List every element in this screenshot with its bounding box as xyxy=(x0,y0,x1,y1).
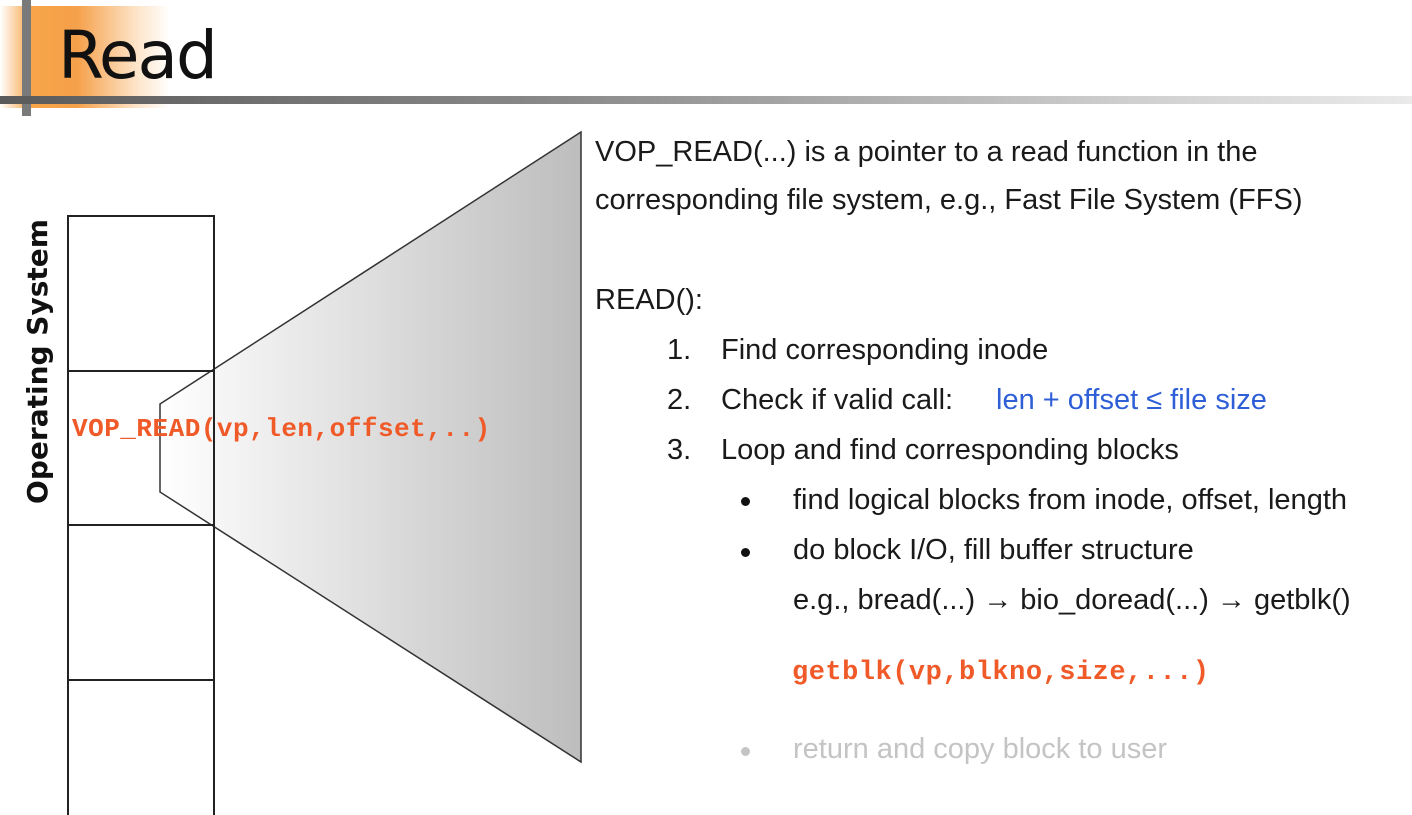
bullet-icon xyxy=(741,548,750,557)
sub-bullet-text: find logical blocks from inode, offset, … xyxy=(793,484,1348,516)
sub-bullet-text: do block I/O, fill buffer structure xyxy=(793,534,1194,566)
step-number: 1. xyxy=(667,334,692,366)
step-number: 3. xyxy=(667,434,692,466)
vop-read-call: VOP_READ(vp,len,offset,..) xyxy=(72,414,491,444)
step-text: Check if valid call: xyxy=(721,384,954,416)
title-underline-rule xyxy=(0,96,1412,104)
intro-line-2: corresponding file system, e.g., Fast Fi… xyxy=(595,184,1303,216)
intro-line-1: VOP_READ(...) is a pointer to a read fun… xyxy=(595,136,1258,168)
stack-divider xyxy=(67,370,215,372)
call-chain-example: e.g., bread(...) → bio_doread(...) → get… xyxy=(793,584,1351,616)
title-vertical-rule xyxy=(22,0,31,116)
zoom-wedge-graphic xyxy=(159,130,582,764)
getblk-call: getblk(vp,blkno,size,...) xyxy=(792,658,1210,688)
bullet-icon xyxy=(741,497,750,506)
read-heading: READ(): xyxy=(595,284,703,316)
slide-title: Read xyxy=(58,17,218,94)
os-label: Operating System xyxy=(20,218,54,504)
zoom-wedge xyxy=(159,130,582,764)
dimmed-bullet-text: return and copy block to user xyxy=(793,733,1167,765)
step-number: 2. xyxy=(667,384,692,416)
bullet-icon xyxy=(741,747,750,756)
os-stack xyxy=(67,215,215,815)
stack-divider xyxy=(67,524,215,526)
step-text: Find corresponding inode xyxy=(721,334,1049,366)
stack-divider xyxy=(67,679,215,681)
validity-condition: len + offset ≤ file size xyxy=(996,384,1267,416)
step-text: Loop and find corresponding blocks xyxy=(721,434,1179,466)
os-label-text: Operating System xyxy=(20,218,54,504)
